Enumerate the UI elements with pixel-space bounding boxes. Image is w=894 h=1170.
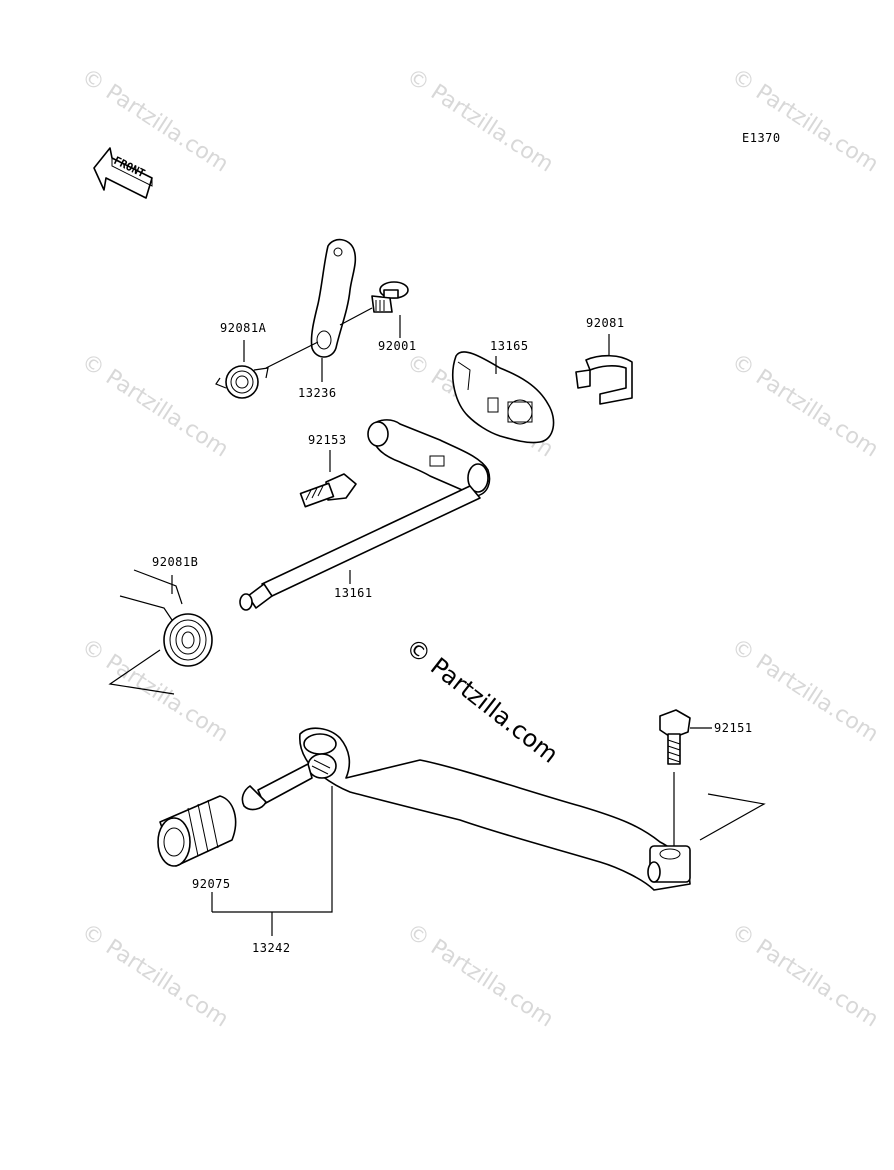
part-label: 13161 xyxy=(334,586,373,600)
shaft-13161 xyxy=(239,419,491,611)
part-label: 13242 xyxy=(252,941,291,955)
part-label: 92151 xyxy=(714,721,753,735)
bolt-92151 xyxy=(659,709,691,765)
rubber-92075 xyxy=(157,795,237,867)
front-arrow-icon: FRONT xyxy=(93,147,153,199)
part-label: 92081 xyxy=(586,316,625,330)
spring-92081A xyxy=(215,365,269,399)
part-label: 92081A xyxy=(220,321,267,335)
part-label: 92001 xyxy=(378,339,417,353)
watermark: © Partzilla.com xyxy=(727,919,883,1032)
part-label: 13236 xyxy=(298,386,337,400)
part-label: 92081B xyxy=(152,555,198,569)
part-label: 92075 xyxy=(192,877,231,891)
center-watermark: © Partzilla.com xyxy=(400,633,563,769)
watermark: © Partzilla.com xyxy=(727,349,883,462)
watermark: © Partzilla.com xyxy=(402,919,558,1032)
clip-92081 xyxy=(575,354,633,405)
spring-92081B xyxy=(119,569,213,667)
plate-13165 xyxy=(452,351,555,444)
watermark: © Partzilla.com xyxy=(402,64,558,177)
part-label: 92153 xyxy=(308,433,347,447)
shift-arm-13236 xyxy=(310,238,357,358)
pedal-rod xyxy=(241,763,313,811)
diagram-code: E1370 xyxy=(742,131,781,145)
shift-pedal-13242 xyxy=(299,727,691,891)
watermark: © Partzilla.com xyxy=(727,64,883,177)
part-label: 13165 xyxy=(490,339,529,353)
bolt-92001 xyxy=(371,281,409,313)
bolt-92153 xyxy=(299,473,357,508)
watermark: © Partzilla.com xyxy=(77,919,233,1032)
watermark: © Partzilla.com xyxy=(77,349,233,462)
